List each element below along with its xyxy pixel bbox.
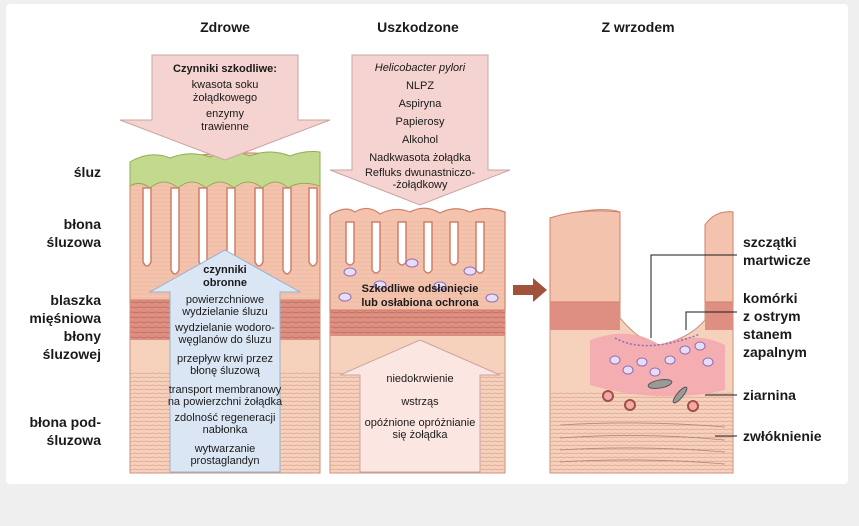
svg-text:Refluks dwunastniczo-: Refluks dwunastniczo- <box>365 167 475 179</box>
column-title-ulcer: Z wrzodem <box>601 19 674 35</box>
ulcer-tissue-block <box>550 210 733 473</box>
svg-text:lub osłabiona ochrona: lub osłabiona ochrona <box>361 297 479 309</box>
svg-text:błonę śluzową: błonę śluzową <box>190 365 261 377</box>
svg-text:na powierzchni żołądka: na powierzchni żołądka <box>168 396 283 408</box>
svg-text:wytwarzanie: wytwarzanie <box>194 443 256 455</box>
svg-text:Alkohol: Alkohol <box>402 134 438 146</box>
svg-text:enzymy: enzymy <box>206 108 244 120</box>
svg-text:węglanów do śluzu: węglanów do śluzu <box>178 334 272 346</box>
column-title-healthy: Zdrowe <box>200 19 250 35</box>
svg-text:czynniki: czynniki <box>203 264 246 276</box>
svg-text:martwicze: martwicze <box>743 252 811 268</box>
layer-label-mucus: śluz <box>74 164 101 180</box>
svg-text:transport membranowy: transport membranowy <box>169 384 282 396</box>
svg-text:komórki: komórki <box>743 290 797 306</box>
svg-text:prostaglandyn: prostaglandyn <box>190 455 259 467</box>
label-necrotic-debris: szczątki martwicze <box>743 234 811 268</box>
svg-text:wstrząs: wstrząs <box>400 396 439 408</box>
svg-text:powierzchniowe: powierzchniowe <box>186 294 264 306</box>
svg-text:szczątki: szczątki <box>743 234 797 250</box>
svg-text:nabłonka: nabłonka <box>203 424 249 436</box>
svg-text:zdolność regeneracji: zdolność regeneracji <box>175 412 276 424</box>
layer-label-submucosa: błona pod- śluzowa <box>29 414 101 448</box>
harmful-title-healthy: Czynniki szkodliwe: <box>173 63 277 75</box>
svg-text:Nadkwasota żołądka: Nadkwasota żołądka <box>369 152 471 164</box>
column-title-damaged: Uszkodzone <box>377 19 459 35</box>
layer-label-mucosa: błona śluzowa <box>47 216 102 250</box>
svg-text:z ostrym: z ostrym <box>743 308 801 324</box>
svg-text:zapalnym: zapalnym <box>743 344 807 360</box>
svg-text:trawienne: trawienne <box>201 121 249 133</box>
svg-text:żołądkowego: żołądkowego <box>193 92 257 104</box>
svg-text:-żołądkowy: -żołądkowy <box>392 179 448 191</box>
layer-label-muscularis-mucosae: blaszka mięśniowa błony śluzowej <box>29 292 101 362</box>
svg-text:blaszka: blaszka <box>50 292 101 308</box>
svg-text:Aspiryna: Aspiryna <box>399 98 443 110</box>
harmful-factors-arrow-healthy: Czynniki szkodliwe: kwasota soku żołądko… <box>120 55 330 160</box>
svg-text:przepływ krwi przez: przepływ krwi przez <box>177 353 273 365</box>
svg-text:błona: błona <box>64 216 102 232</box>
label-fibrosis: zwłóknienie <box>743 428 822 444</box>
svg-text:NLPZ: NLPZ <box>406 80 434 92</box>
transition-arrow <box>513 278 547 302</box>
svg-text:wydzielanie wodoro-: wydzielanie wodoro- <box>174 322 275 334</box>
label-granulation: ziarnina <box>743 387 796 403</box>
svg-text:kwasota soku: kwasota soku <box>192 79 259 91</box>
harmful-factors-arrow-damaged: Helicobacter pylori NLPZ Aspiryna Papier… <box>330 55 510 205</box>
svg-text:opóźnione opróżnianie: opóźnione opróżnianie <box>365 417 476 429</box>
svg-text:wydzielanie śluzu: wydzielanie śluzu <box>181 306 268 318</box>
svg-text:Papierosy: Papierosy <box>396 116 445 128</box>
svg-text:obronne: obronne <box>203 277 247 289</box>
svg-text:się żołądka: się żołądka <box>392 429 448 441</box>
svg-text:stanem: stanem <box>743 326 792 342</box>
svg-text:mięśniowa: mięśniowa <box>29 310 101 326</box>
svg-text:błona pod-: błona pod- <box>29 414 101 430</box>
svg-text:Szkodliwe odsłonięcie: Szkodliwe odsłonięcie <box>362 283 479 295</box>
label-inflammatory-cells: komórki z ostrym stanem zapalnym <box>743 290 807 360</box>
svg-text:błony: błony <box>64 328 102 344</box>
svg-text:niedokrwienie: niedokrwienie <box>386 373 453 385</box>
defense-factors-arrow: czynniki obronne powierzchniowe wydziela… <box>150 250 300 472</box>
svg-text:śluzowa: śluzowa <box>47 234 102 250</box>
svg-text:śluzowa: śluzowa <box>47 432 102 448</box>
svg-text:Helicobacter pylori: Helicobacter pylori <box>375 62 466 74</box>
svg-text:śluzowej: śluzowej <box>43 346 101 362</box>
